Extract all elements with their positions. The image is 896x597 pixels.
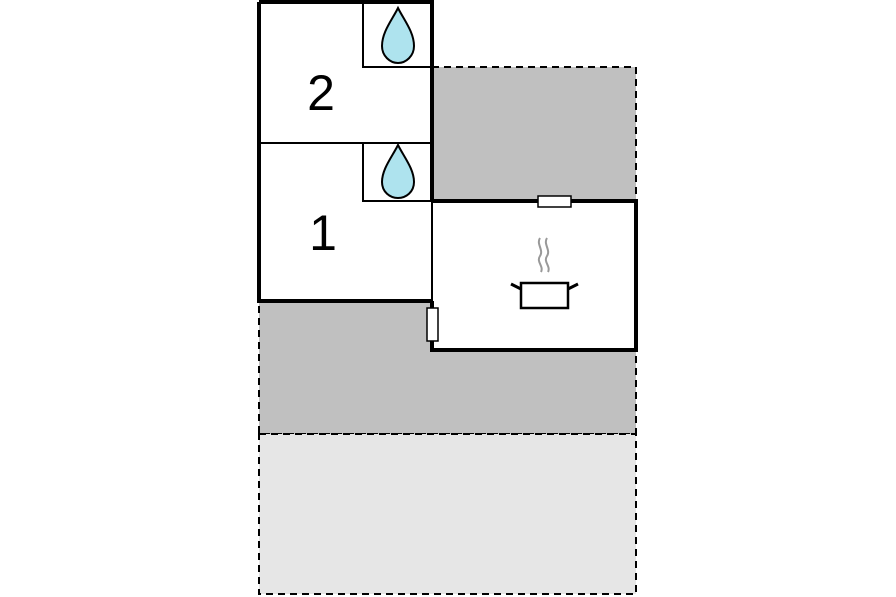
- room-number-1: 1: [309, 205, 337, 261]
- kitchen-window: [537, 195, 572, 208]
- kitchen-room: [432, 201, 636, 350]
- water-drop-icon: [380, 142, 416, 200]
- open-area: [258, 433, 637, 595]
- cooking-pot-icon: [510, 237, 579, 310]
- bedroom-outer-wall: [257, 0, 434, 303]
- kitchen-door: [426, 307, 439, 342]
- room-number-2: 2: [307, 65, 335, 121]
- covered-area-upper: [431, 66, 637, 201]
- water-drop-icon: [380, 5, 416, 65]
